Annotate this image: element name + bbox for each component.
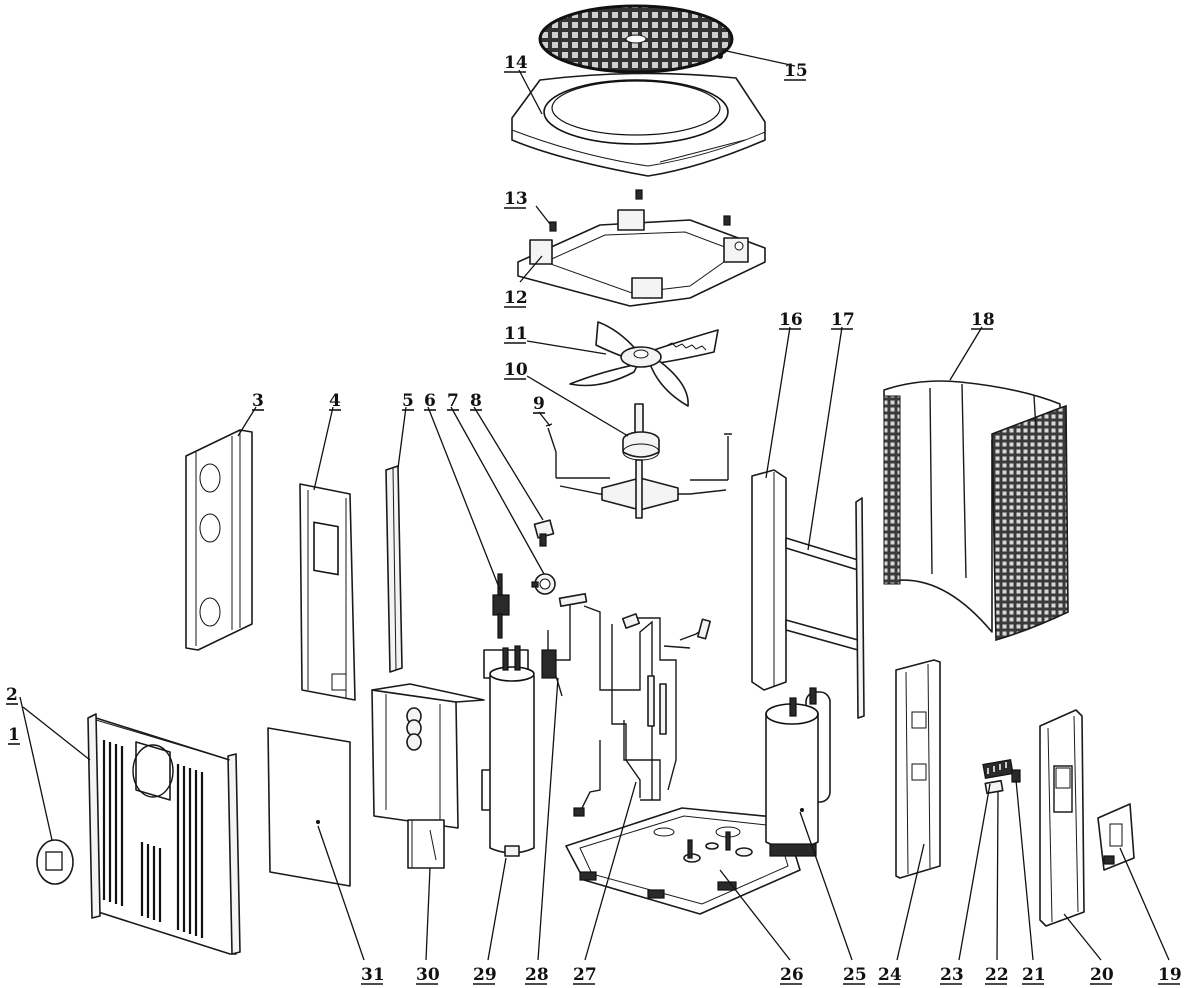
callout-3: 3 [252, 391, 264, 411]
part-20-rear-panel [1039, 709, 1085, 927]
svg-text:18: 18 [971, 310, 995, 330]
part-5-corner-strip [385, 465, 403, 673]
part-17-support-frame [785, 497, 865, 719]
callout-4: 4 [329, 391, 341, 411]
svg-text:6: 6 [424, 391, 436, 411]
svg-text:29: 29 [473, 965, 497, 985]
callout-28: 28 [525, 965, 549, 985]
part-15-fan-grille [538, 4, 734, 74]
callout-24: 24 [878, 965, 902, 985]
part-6-expansion-valve [492, 573, 510, 639]
part-30-electrical-box [371, 683, 485, 869]
leader-lines [19, 49, 1170, 961]
callout-8: 8 [470, 391, 482, 411]
svg-text:4: 4 [329, 391, 341, 411]
svg-text:15: 15 [784, 61, 808, 81]
part-4-service-panel [299, 483, 356, 701]
callout-11: 11 [504, 324, 528, 344]
callout-15: 15 [784, 61, 808, 81]
svg-text:14: 14 [504, 53, 528, 73]
callout-16: 16 [779, 310, 803, 330]
svg-text:26: 26 [780, 965, 804, 985]
svg-text:2: 2 [6, 685, 18, 705]
callout-2: 2 [6, 685, 18, 705]
callout-labels: 15 14 13 12 11 10 9 16 17 18 3 4 5 6 7 8… [6, 53, 1182, 985]
part-29-receiver-tank [481, 645, 535, 857]
part-26-base-tray [565, 807, 801, 915]
part-11-fan-blade [569, 321, 719, 407]
callout-17: 17 [831, 310, 855, 330]
callout-31: 31 [361, 965, 385, 985]
part-27-refrigerant-piping [573, 605, 711, 817]
callout-29: 29 [473, 965, 497, 985]
callout-18: 18 [971, 310, 995, 330]
part-8-pressure-switch [533, 519, 555, 547]
part-25-compressor [765, 687, 831, 857]
svg-text:21: 21 [1022, 965, 1046, 985]
part-16-corner-post [751, 469, 787, 691]
callout-1: 1 [8, 725, 20, 745]
svg-text:20: 20 [1090, 965, 1114, 985]
svg-text:25: 25 [843, 965, 867, 985]
svg-text:31: 31 [361, 965, 385, 985]
svg-text:28: 28 [525, 965, 549, 985]
part-24-side-plate [895, 659, 941, 879]
callout-27: 27 [573, 965, 597, 985]
callout-5: 5 [402, 391, 414, 411]
callout-9: 9 [533, 394, 545, 414]
svg-text:16: 16 [779, 310, 803, 330]
part-1-display-controller [36, 839, 74, 885]
part-23-terminal-block [982, 758, 1014, 780]
part-9-motor-bracket [545, 403, 732, 519]
part-12-top-frame [517, 209, 766, 307]
svg-text:11: 11 [504, 324, 528, 344]
svg-text:27: 27 [573, 965, 597, 985]
callout-7: 7 [447, 391, 459, 411]
part-10-fan-motor [622, 431, 660, 461]
callout-22: 22 [985, 965, 1009, 985]
svg-text:3: 3 [252, 391, 264, 411]
svg-text:30: 30 [416, 965, 440, 985]
part-31-cover-plate [267, 727, 351, 887]
callout-14: 14 [504, 53, 528, 73]
svg-text:22: 22 [985, 965, 1009, 985]
svg-text:23: 23 [940, 965, 964, 985]
part-7-pressure-gauge [531, 573, 556, 595]
svg-text:9: 9 [533, 394, 545, 414]
svg-text:1: 1 [8, 725, 20, 745]
svg-text:5: 5 [402, 391, 414, 411]
svg-text:12: 12 [504, 288, 528, 308]
svg-text:13: 13 [504, 189, 528, 209]
callout-23: 23 [940, 965, 964, 985]
part-19-small-cover [1097, 803, 1135, 871]
callout-21: 21 [1022, 965, 1046, 985]
svg-text:17: 17 [831, 310, 855, 330]
svg-text:7: 7 [447, 391, 459, 411]
part-22-clip [984, 779, 1004, 795]
svg-text:10: 10 [504, 360, 528, 380]
callout-26: 26 [780, 965, 804, 985]
callout-13: 13 [504, 189, 528, 209]
part-18-evaporator-coil [883, 380, 1069, 642]
svg-text:8: 8 [470, 391, 482, 411]
callout-25: 25 [843, 965, 867, 985]
part-2-front-panel [87, 713, 241, 955]
callout-6: 6 [424, 391, 436, 411]
part-28-four-way-valve [541, 593, 588, 697]
svg-text:19: 19 [1158, 965, 1182, 985]
part-3-side-panel [185, 429, 253, 651]
callout-19: 19 [1158, 965, 1182, 985]
callout-30: 30 [416, 965, 440, 985]
svg-text:24: 24 [878, 965, 902, 985]
callout-12: 12 [504, 288, 528, 308]
part-14-top-cover [511, 72, 766, 177]
callout-10: 10 [504, 360, 528, 380]
callout-20: 20 [1090, 965, 1114, 985]
